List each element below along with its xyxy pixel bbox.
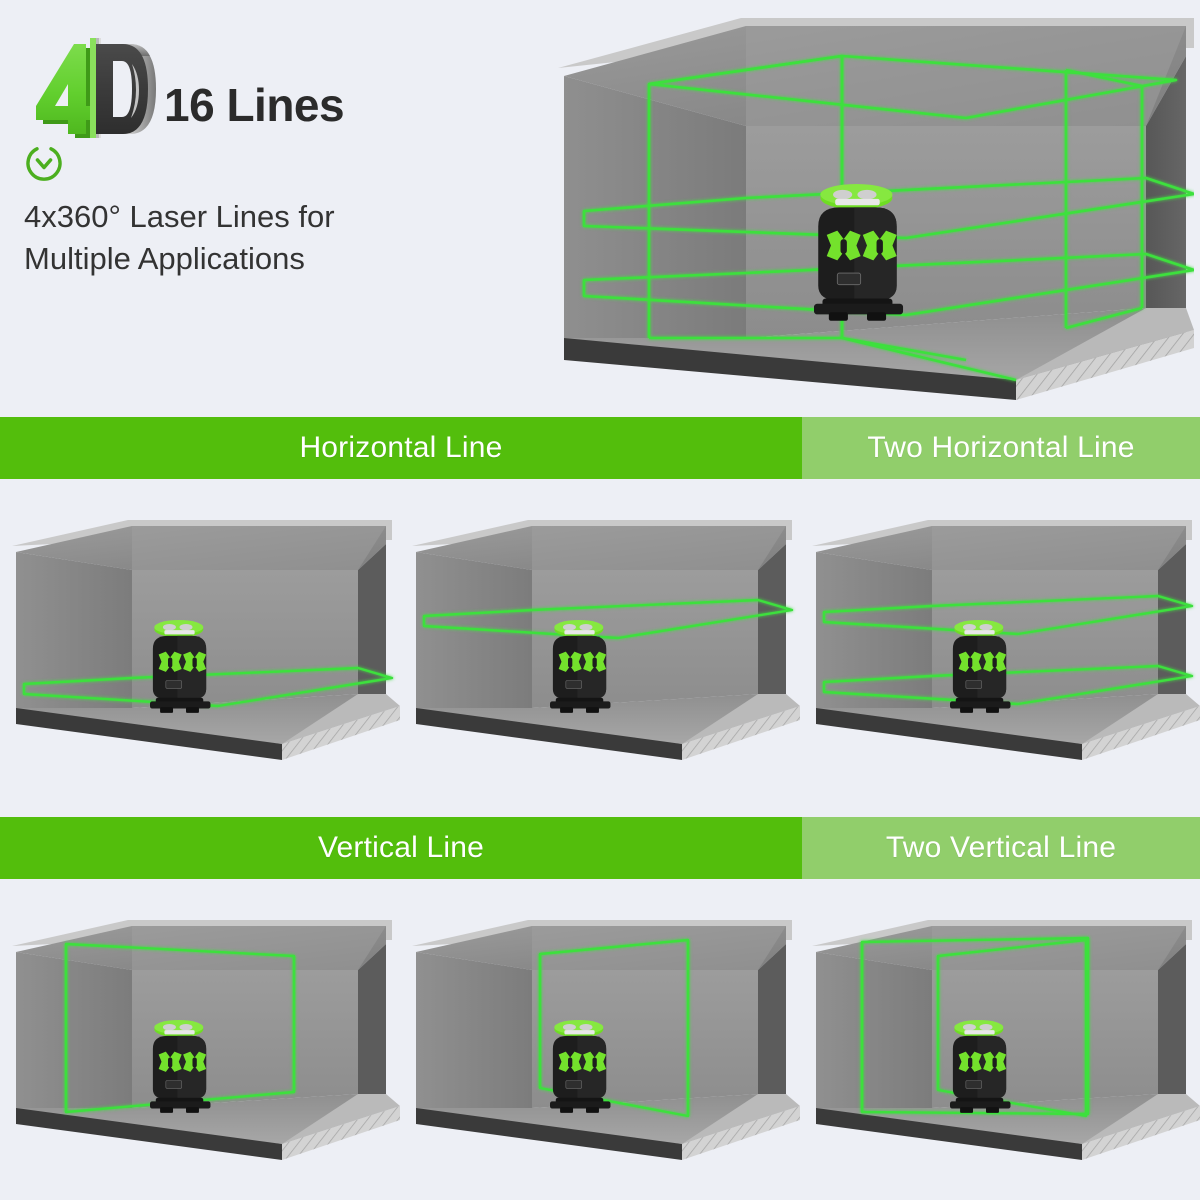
header-block: 16 Lines 4x360° Laser Lines for Multiple… bbox=[0, 0, 560, 400]
banner-horizontal: Horizontal Line Two Horizontal Line bbox=[0, 417, 1200, 479]
banner-label: Two Vertical Line bbox=[885, 831, 1117, 864]
4d-logo bbox=[24, 34, 156, 146]
check-circle-icon bbox=[24, 143, 64, 183]
lines-label: 16 Lines bbox=[164, 79, 345, 131]
banner-label: Vertical Line bbox=[317, 831, 485, 864]
room-two-horizontal bbox=[802, 498, 1200, 798]
tagline: 4x360° Laser Lines for Multiple Applicat… bbox=[24, 196, 444, 280]
tagline-line-1: 4x360° Laser Lines for bbox=[24, 199, 335, 234]
room-single-horizontal-low bbox=[2, 498, 400, 798]
banner-segment-horizontal-line[interactable]: Horizontal Line bbox=[0, 417, 802, 479]
banner-label: Two Horizontal Line bbox=[867, 431, 1135, 464]
banner-segment-vertical-line[interactable]: Vertical Line bbox=[0, 817, 802, 879]
room-single-horizontal-high bbox=[402, 498, 800, 798]
banner-segment-two-vertical-line[interactable]: Two Vertical Line bbox=[802, 817, 1200, 879]
banner-label: Horizontal Line bbox=[299, 431, 503, 464]
banner-vertical: Vertical Line Two Vertical Line bbox=[0, 817, 1200, 879]
hero-room-all-lines bbox=[546, 8, 1194, 400]
room-single-vertical-left bbox=[2, 898, 400, 1198]
room-two-vertical bbox=[802, 898, 1200, 1198]
banner-segment-two-horizontal-line[interactable]: Two Horizontal Line bbox=[802, 417, 1200, 479]
room-single-vertical-right bbox=[402, 898, 800, 1198]
tagline-line-2: Multiple Applications bbox=[24, 240, 305, 276]
logo-row: 16 Lines bbox=[24, 34, 345, 146]
